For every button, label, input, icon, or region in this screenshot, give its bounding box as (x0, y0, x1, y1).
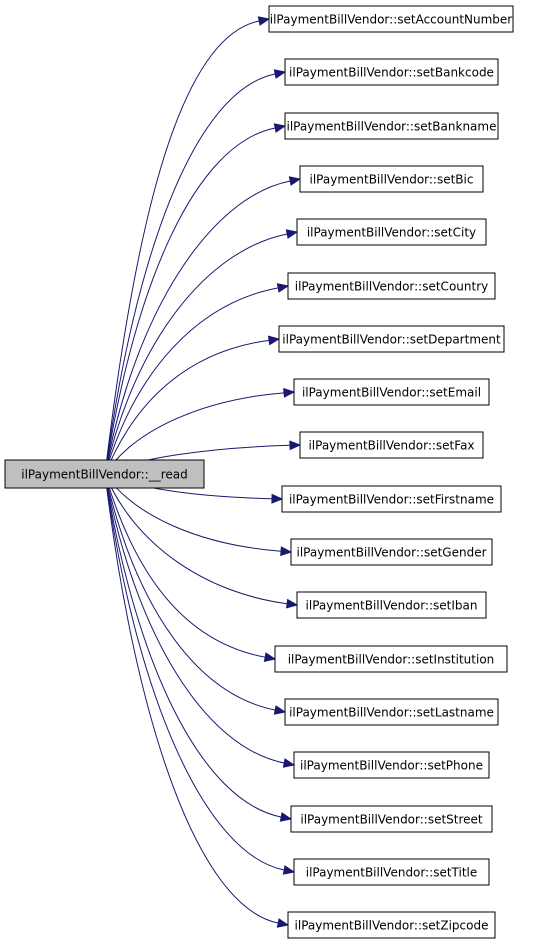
arrowhead-setlastname-icon (273, 705, 287, 715)
edge-to-settitle (104, 473, 285, 871)
target-node-setbankcode-label: ilPaymentBillVendor::setBankcode (289, 66, 494, 80)
arrowhead-setiban-icon (285, 598, 299, 609)
target-node-setbankcode[interactable]: ilPaymentBillVendor::setBankcode (284, 58, 499, 86)
target-node-setfax[interactable]: ilPaymentBillVendor::setFax (299, 431, 484, 459)
target-node-setbic[interactable]: ilPaymentBillVendor::setBic (299, 165, 484, 193)
target-node-setlastname-label: ilPaymentBillVendor::setLastname (289, 706, 494, 720)
target-node-setphone[interactable]: ilPaymentBillVendor::setPhone (293, 751, 490, 779)
target-node-setaccountnumber[interactable]: ilPaymentBillVendor::setAccountNumber (268, 5, 514, 33)
edge-to-setbankcode (104, 73, 276, 475)
arrowhead-setbic-icon (288, 176, 302, 186)
arrowhead-setaccountnumber-icon (257, 16, 271, 26)
arrowhead-setbankname-icon (273, 123, 287, 133)
arrowhead-setbankcode-icon (273, 69, 287, 79)
target-node-setdepartment-box (278, 325, 505, 353)
target-node-setlastname[interactable]: ilPaymentBillVendor::setLastname (284, 698, 499, 726)
target-node-setcountry[interactable]: ilPaymentBillVendor::setCountry (287, 272, 496, 300)
arrowhead-setcountry-icon (276, 283, 290, 293)
target-node-settitle-box (293, 858, 490, 886)
arrowhead-settitle-icon (282, 865, 296, 875)
edge-to-setlastname (104, 473, 276, 711)
edge-to-setstreet (104, 473, 282, 818)
target-node-setstreet-box (290, 805, 493, 833)
target-node-setaccountnumber-label: ilPaymentBillVendor::setAccountNumber (270, 13, 513, 27)
arrowhead-setdepartment-icon (267, 335, 281, 346)
target-node-setlastname-box (284, 698, 499, 726)
target-node-setemail-box (293, 378, 490, 406)
target-node-setfax-box (299, 431, 484, 459)
arrowhead-setgender-icon (280, 546, 293, 557)
arrowhead-setinstitution-icon (263, 652, 277, 662)
target-node-setgender[interactable]: ilPaymentBillVendor::setGender (290, 538, 493, 566)
target-node-setzipcode-label: ilPaymentBillVendor::setZipcode (295, 919, 489, 933)
arrowhead-setfirstname-icon (271, 493, 284, 504)
target-node-setinstitution-box (274, 645, 508, 673)
source-node-read-box (4, 459, 205, 489)
target-node-setgender-box (290, 538, 493, 566)
target-node-setinstitution-label: ilPaymentBillVendor::setInstitution (288, 653, 495, 667)
arrowhead-setstreet-icon (279, 812, 293, 822)
target-node-setiban-label: ilPaymentBillVendor::setIban (306, 599, 478, 613)
target-node-setcity[interactable]: ilPaymentBillVendor::setCity (296, 218, 487, 246)
target-node-setbankname-box (284, 112, 499, 140)
edge-to-setiban (104, 473, 288, 605)
target-node-settitle-label: ilPaymentBillVendor::setTitle (306, 866, 478, 880)
arrowhead-setzipcode-icon (276, 918, 290, 928)
target-node-settitle[interactable]: ilPaymentBillVendor::setTitle (293, 858, 490, 886)
target-node-setemail-label: ilPaymentBillVendor::setEmail (302, 386, 481, 400)
target-node-setbic-label: ilPaymentBillVendor::setBic (310, 173, 474, 187)
target-node-setgender-label: ilPaymentBillVendor::setGender (296, 546, 486, 560)
edge-to-setemail (104, 392, 285, 475)
call-nodes: ilPaymentBillVendor::__readilPaymentBill… (4, 5, 514, 939)
target-node-setfax-label: ilPaymentBillVendor::setFax (308, 439, 474, 453)
edge-to-setbic (104, 180, 291, 475)
edge-to-setbankname (104, 127, 276, 475)
target-node-setphone-box (293, 751, 490, 779)
edge-to-setdepartment (104, 339, 270, 475)
target-node-setbankname[interactable]: ilPaymentBillVendor::setBankname (284, 112, 499, 140)
call-edges (104, 16, 302, 928)
target-node-setfirstname-label: ilPaymentBillVendor::setFirstname (289, 493, 494, 507)
target-node-setzipcode[interactable]: ilPaymentBillVendor::setZipcode (287, 911, 496, 939)
edge-to-setaccountnumber (104, 20, 260, 475)
target-node-setaccountnumber-box (268, 5, 514, 33)
source-node-read[interactable]: ilPaymentBillVendor::__read (4, 459, 205, 489)
target-node-setbic-box (299, 165, 484, 193)
target-node-setiban-box (296, 591, 487, 619)
edge-to-setinstitution (104, 473, 266, 658)
target-node-setstreet-label: ilPaymentBillVendor::setStreet (300, 813, 483, 827)
target-node-setcountry-label: ilPaymentBillVendor::setCountry (295, 280, 488, 294)
edge-to-setzipcode (104, 473, 279, 924)
edge-to-setcity (104, 233, 288, 475)
target-node-setfirstname[interactable]: ilPaymentBillVendor::setFirstname (281, 485, 502, 513)
arrowhead-setfax-icon (289, 440, 302, 451)
edge-to-setphone (104, 473, 285, 764)
arrowhead-setemail-icon (283, 387, 296, 398)
source-node-read-label: ilPaymentBillVendor::__read (21, 468, 188, 482)
target-node-setdepartment-label: ilPaymentBillVendor::setDepartment (282, 333, 501, 347)
target-node-setzipcode-box (287, 911, 496, 939)
target-node-setbankcode-box (284, 58, 499, 86)
target-node-setinstitution[interactable]: ilPaymentBillVendor::setInstitution (274, 645, 508, 673)
edge-to-setgender (104, 473, 282, 552)
target-node-setiban[interactable]: ilPaymentBillVendor::setIban (296, 591, 487, 619)
target-node-setemail[interactable]: ilPaymentBillVendor::setEmail (293, 378, 490, 406)
target-node-setcity-label: ilPaymentBillVendor::setCity (307, 226, 476, 240)
target-node-setphone-label: ilPaymentBillVendor::setPhone (300, 759, 483, 773)
target-node-setfirstname-box (281, 485, 502, 513)
arrowhead-setcity-icon (285, 229, 299, 239)
target-node-setstreet[interactable]: ilPaymentBillVendor::setStreet (290, 805, 493, 833)
target-node-setcountry-box (287, 272, 496, 300)
arrowhead-setphone-icon (282, 758, 296, 768)
target-node-setcity-box (296, 218, 487, 246)
edge-to-setcountry (104, 287, 279, 475)
target-node-setdepartment[interactable]: ilPaymentBillVendor::setDepartment (278, 325, 505, 353)
target-node-setbankname-label: ilPaymentBillVendor::setBankname (287, 120, 497, 134)
